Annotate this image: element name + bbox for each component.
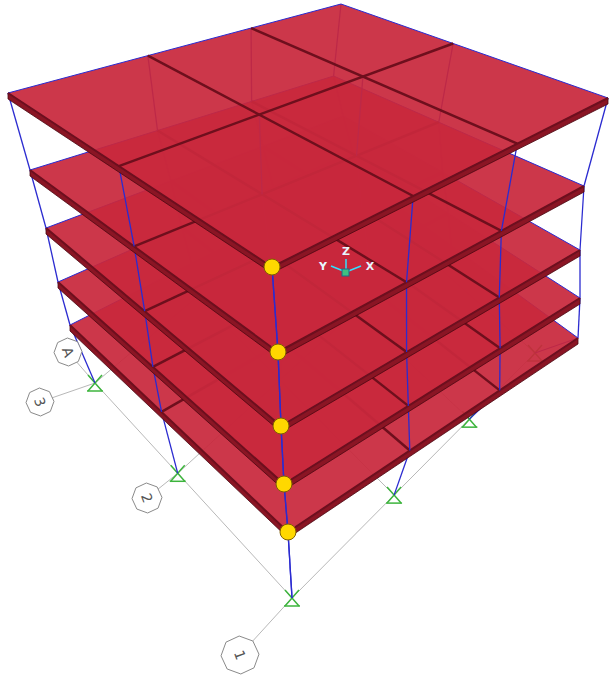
column bbox=[281, 426, 284, 484]
column bbox=[272, 267, 278, 352]
axis-cube bbox=[342, 269, 349, 276]
support-stroke bbox=[386, 502, 402, 504]
column bbox=[281, 426, 284, 484]
joint-marker bbox=[264, 259, 280, 275]
column bbox=[288, 532, 292, 598]
floor-slab bbox=[8, 4, 608, 273]
axis-label: Y bbox=[319, 261, 327, 272]
selected-joints bbox=[264, 259, 296, 540]
edge-beam bbox=[272, 98, 608, 267]
support-stroke bbox=[284, 605, 300, 607]
grid-bubble: 2 bbox=[131, 482, 163, 514]
octagon bbox=[221, 636, 259, 674]
column bbox=[407, 352, 409, 406]
support-stroke bbox=[87, 390, 103, 392]
column bbox=[406, 282, 407, 352]
axis-label: Z bbox=[342, 246, 350, 257]
edge-beam bbox=[8, 93, 272, 267]
column bbox=[579, 250, 580, 298]
support-stroke bbox=[170, 481, 186, 483]
octagon bbox=[132, 483, 162, 513]
column bbox=[288, 532, 292, 598]
column bbox=[499, 231, 501, 298]
column bbox=[407, 196, 414, 282]
joint-marker bbox=[273, 418, 289, 434]
frame bbox=[8, 4, 608, 598]
column bbox=[278, 352, 281, 426]
joint-marker bbox=[276, 476, 292, 492]
column bbox=[278, 352, 281, 426]
axis-triad bbox=[331, 259, 361, 276]
grid-bubble: 3 bbox=[25, 387, 55, 417]
joint-marker bbox=[280, 524, 296, 540]
column bbox=[408, 406, 409, 451]
beam bbox=[251, 28, 517, 144]
beam bbox=[119, 43, 453, 166]
column bbox=[272, 267, 278, 352]
beam bbox=[148, 56, 413, 196]
column bbox=[580, 186, 584, 250]
grid-bubble: 1 bbox=[220, 635, 260, 675]
axis-label: X bbox=[366, 261, 374, 272]
slab-top bbox=[8, 4, 608, 267]
octagon bbox=[26, 388, 54, 416]
octagon bbox=[54, 338, 82, 366]
column bbox=[499, 298, 501, 349]
grid-bubble: A bbox=[53, 337, 83, 367]
joint-marker bbox=[270, 344, 286, 360]
support-stroke bbox=[461, 426, 477, 428]
